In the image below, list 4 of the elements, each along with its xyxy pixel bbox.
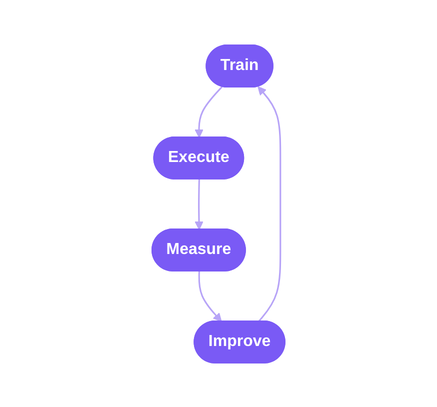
arrow [258, 86, 282, 322]
arrow [194, 178, 204, 230]
arrow [194, 86, 223, 138]
arrow [198, 270, 222, 322]
